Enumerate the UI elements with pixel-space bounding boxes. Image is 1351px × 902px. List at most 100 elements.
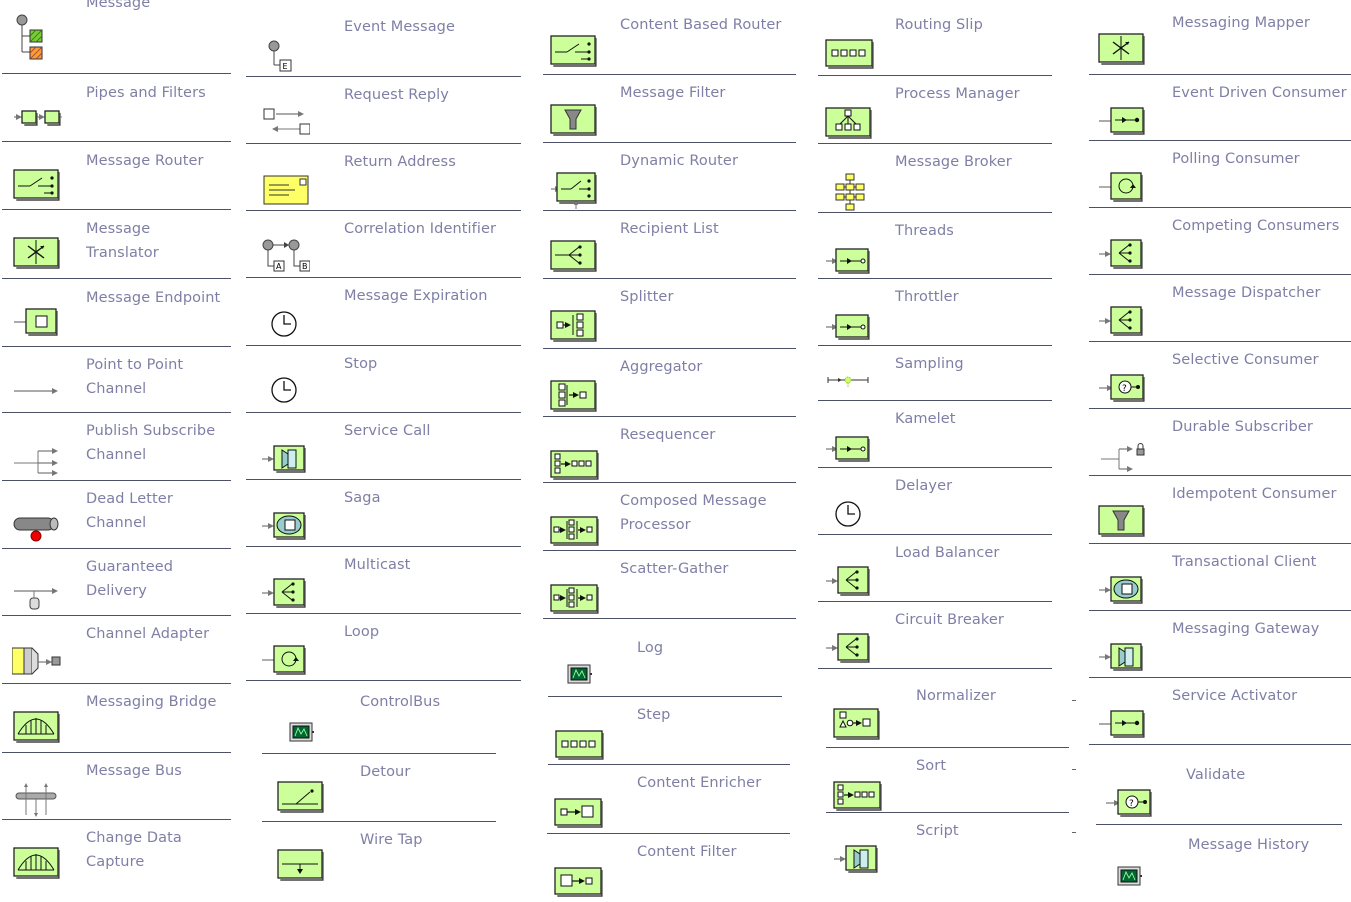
item-label: Message Expiration <box>344 288 488 304</box>
eip-item-splitter[interactable]: Splitter <box>543 279 796 349</box>
eip-item-service-call[interactable]: Service Call <box>246 413 521 480</box>
svg-text:?: ? <box>1129 799 1134 809</box>
eip-item-selective-consumer[interactable]: ?Selective Consumer <box>1089 342 1351 409</box>
guaranteed-delivery-icon <box>12 571 62 617</box>
eip-item-message-dispatcher[interactable]: Message Dispatcher <box>1089 275 1351 342</box>
eip-item-threads[interactable]: Threads <box>818 213 1052 279</box>
item-label: Delayer <box>895 478 953 494</box>
eip-item-multicast[interactable]: Multicast <box>246 547 521 614</box>
eip-item-pipes-and-filters[interactable]: Pipes and Filters <box>2 74 231 142</box>
eip-item-event-driven-consumer[interactable]: Event Driven Consumer <box>1089 75 1351 141</box>
translator-icon <box>1097 26 1147 72</box>
eip-item-recipient-list[interactable]: Recipient List <box>543 211 796 279</box>
threads-icon <box>824 423 874 469</box>
eip-item-scatter-gather[interactable]: Scatter-Gather <box>543 551 796 619</box>
eip-item-controlbus[interactable]: ControlBus <box>262 681 496 754</box>
eip-item-content-filter[interactable]: Content Filter <box>547 834 790 897</box>
composed-processor-icon <box>549 573 599 619</box>
eip-item-transactional-client[interactable]: Transactional Client <box>1089 544 1351 611</box>
eip-item-dynamic-router[interactable]: Dynamic Router <box>543 143 796 211</box>
durable-icon <box>1097 431 1147 477</box>
eip-item-service-activator[interactable]: Service Activator <box>1089 678 1351 745</box>
eip-item-wire-tap[interactable]: Wire Tap <box>262 822 496 894</box>
eip-item-message-router[interactable]: Message Router <box>2 142 231 210</box>
eip-item-message-expiration[interactable]: Message Expiration <box>246 278 521 346</box>
eip-item-message-bus[interactable]: Message Bus <box>2 753 231 820</box>
eip-item-point-to-point-channel[interactable]: Point to Point Channel <box>2 347 231 413</box>
eip-item-aggregator[interactable]: Aggregator <box>543 349 796 417</box>
eip-item-message-broker[interactable]: Message Broker <box>818 144 1052 213</box>
svg-text:A: A <box>276 262 282 271</box>
item-label: Saga <box>344 490 381 506</box>
eip-item-messaging-bridge[interactable]: Messaging Bridge <box>2 684 231 753</box>
eip-item-normalizer[interactable]: Normalizer <box>826 669 1069 748</box>
monitor-icon <box>276 711 326 757</box>
eip-item-idempotent-consumer[interactable]: Idempotent Consumer <box>1089 476 1351 544</box>
eip-item-polling-consumer[interactable]: Polling Consumer <box>1089 141 1351 208</box>
eip-item-content-enricher[interactable]: Content Enricher <box>547 765 790 834</box>
divider-tick <box>1072 700 1076 701</box>
dispatcher-icon <box>824 624 874 670</box>
item-label: Log <box>637 640 664 656</box>
eip-item-throttler[interactable]: Throttler <box>818 279 1052 346</box>
item-label: Detour <box>360 764 411 780</box>
eip-item-sampling[interactable]: Sampling <box>818 346 1052 401</box>
eip-item-channel-adapter[interactable]: Channel Adapter <box>2 616 231 684</box>
eip-item-kamelet[interactable]: Kamelet <box>818 401 1052 468</box>
item-label: Dynamic Router <box>620 153 739 169</box>
eip-item-routing-slip[interactable]: Routing Slip <box>818 0 1052 76</box>
eip-item-message-translator[interactable]: Message Translator <box>2 210 231 279</box>
eip-item-sort[interactable]: Sort <box>826 748 1069 813</box>
item-label: Polling Consumer <box>1172 151 1300 167</box>
eip-item-load-balancer[interactable]: Load Balancer <box>818 535 1052 602</box>
eip-item-stop[interactable]: Stop <box>246 346 521 413</box>
eip-item-delayer[interactable]: Delayer <box>818 468 1052 535</box>
eip-item-script[interactable]: Script <box>826 813 1069 894</box>
eip-item-message-endpoint[interactable]: Message Endpoint <box>2 279 231 347</box>
eip-item-return-address[interactable]: Return Address <box>246 144 521 211</box>
monitor-icon <box>1104 855 1154 901</box>
eip-item-durable-subscriber[interactable]: Durable Subscriber <box>1089 409 1351 476</box>
resequencer-icon <box>549 439 599 485</box>
item-label: Kamelet <box>895 411 956 427</box>
item-label: Message Broker <box>895 154 1012 170</box>
eip-item-step[interactable]: Step <box>548 697 790 765</box>
transactional-icon <box>260 502 310 548</box>
eip-item-loop[interactable]: Loop <box>246 614 521 681</box>
eip-item-validate[interactable]: ?Validate <box>1096 745 1342 825</box>
item-label: Step <box>637 707 671 723</box>
eip-item-message-filter[interactable]: Message Filter <box>543 75 796 143</box>
eip-item-publish-subscribe-channel[interactable]: Publish Subscribe Channel <box>2 413 231 481</box>
eip-item-message[interactable]: Message <box>2 0 231 74</box>
eip-item-change-data-capture[interactable]: Change Data Capture <box>2 820 231 894</box>
eip-item-circuit-breaker[interactable]: Circuit Breaker <box>818 602 1052 669</box>
eip-item-messaging-mapper[interactable]: Messaging Mapper <box>1089 0 1351 75</box>
return-address-icon <box>260 166 310 212</box>
eip-item-detour[interactable]: Detour <box>262 754 496 822</box>
item-label: Message Translator <box>86 221 159 261</box>
eip-item-saga[interactable]: Saga <box>246 480 521 547</box>
eip-item-request-reply[interactable]: Request Reply <box>246 77 521 144</box>
item-label: Routing Slip <box>895 17 983 33</box>
divider-tick <box>1072 832 1076 833</box>
eip-item-log[interactable]: Log <box>548 619 782 697</box>
eip-item-competing-consumers[interactable]: Competing Consumers <box>1089 208 1351 275</box>
dead-letter-icon <box>12 503 62 549</box>
clock-icon <box>260 366 310 412</box>
eip-item-dead-letter-channel[interactable]: Dead Letter Channel <box>2 481 231 549</box>
gateway-icon <box>260 435 310 481</box>
eip-item-resequencer[interactable]: Resequencer <box>543 417 796 483</box>
message-icon <box>12 14 62 60</box>
eip-item-content-based-router[interactable]: Content Based Router <box>543 0 796 75</box>
eip-item-messaging-gateway[interactable]: Messaging Gateway <box>1089 611 1351 678</box>
eip-item-composed-message-processor[interactable]: Composed Message Processor <box>543 483 796 551</box>
item-label: Guaranteed Delivery <box>86 559 174 599</box>
item-label: Resequencer <box>620 427 716 443</box>
channel-adapter-icon <box>12 636 62 682</box>
item-label: Message Bus <box>86 763 182 779</box>
eip-item-process-manager[interactable]: Process Manager <box>818 76 1052 144</box>
eip-item-guaranteed-delivery[interactable]: Guaranteed Delivery <box>2 549 231 616</box>
eip-item-message-history[interactable]: Message History <box>1096 825 1342 894</box>
